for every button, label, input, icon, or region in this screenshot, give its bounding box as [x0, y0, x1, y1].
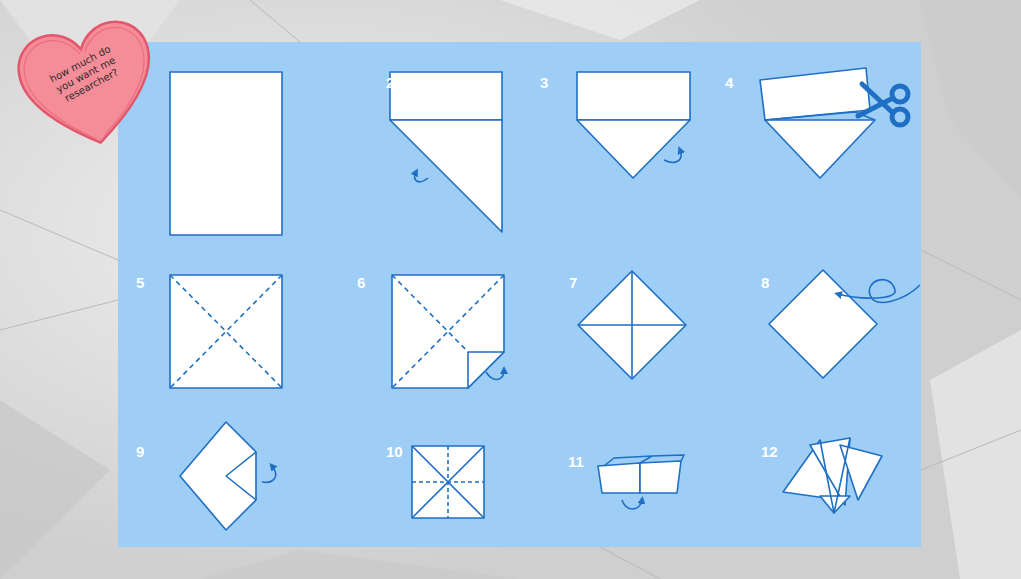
fold-steps: [170, 68, 920, 530]
crease: [392, 275, 504, 388]
blue-panel: [118, 42, 921, 547]
crease: [578, 271, 686, 379]
folded-panel: [598, 463, 640, 493]
fold-edge: [604, 455, 684, 466]
step-number: 10: [386, 443, 403, 460]
fold-flap: [577, 120, 690, 178]
crease: [412, 446, 484, 518]
fold-arrow: [262, 466, 276, 482]
fold-arrow: [664, 150, 681, 162]
fold-edge: [820, 438, 850, 513]
step-number: 5: [136, 274, 144, 291]
square: [170, 275, 282, 388]
step-number: 3: [540, 74, 548, 91]
turn-arrow: [838, 280, 920, 303]
step-number: 4: [725, 74, 733, 91]
fold-arrow: [415, 172, 428, 182]
step-number: 9: [136, 443, 144, 460]
step-number: 11: [568, 453, 584, 470]
diamond: [578, 271, 686, 379]
step-number: 8: [761, 274, 769, 291]
scissors-icon: [858, 84, 908, 125]
square: [412, 446, 484, 518]
crease: [170, 275, 282, 388]
folded-diamond: [180, 422, 256, 530]
fold-flap: [468, 352, 504, 388]
fold-flap: [765, 120, 875, 178]
diamond: [769, 270, 877, 378]
step-number: 6: [357, 274, 365, 291]
step-number: 7: [569, 274, 577, 291]
crease: [412, 446, 484, 518]
sheet: [577, 72, 690, 120]
fold-flap: [390, 120, 502, 232]
sheet: [390, 72, 502, 120]
fold-arrow: [622, 500, 642, 509]
step-number: 2: [386, 74, 394, 91]
step-number: 12: [761, 443, 778, 460]
folded-panel: [640, 461, 681, 493]
heart-scribble: [19, 22, 159, 151]
sheet: [170, 72, 282, 235]
heart-note: how much do you want me researcher?: [12, 14, 164, 152]
fold-edge: [226, 452, 256, 500]
square: [392, 275, 504, 388]
fold-arrow: [486, 370, 504, 379]
heart-fill: [12, 16, 164, 152]
